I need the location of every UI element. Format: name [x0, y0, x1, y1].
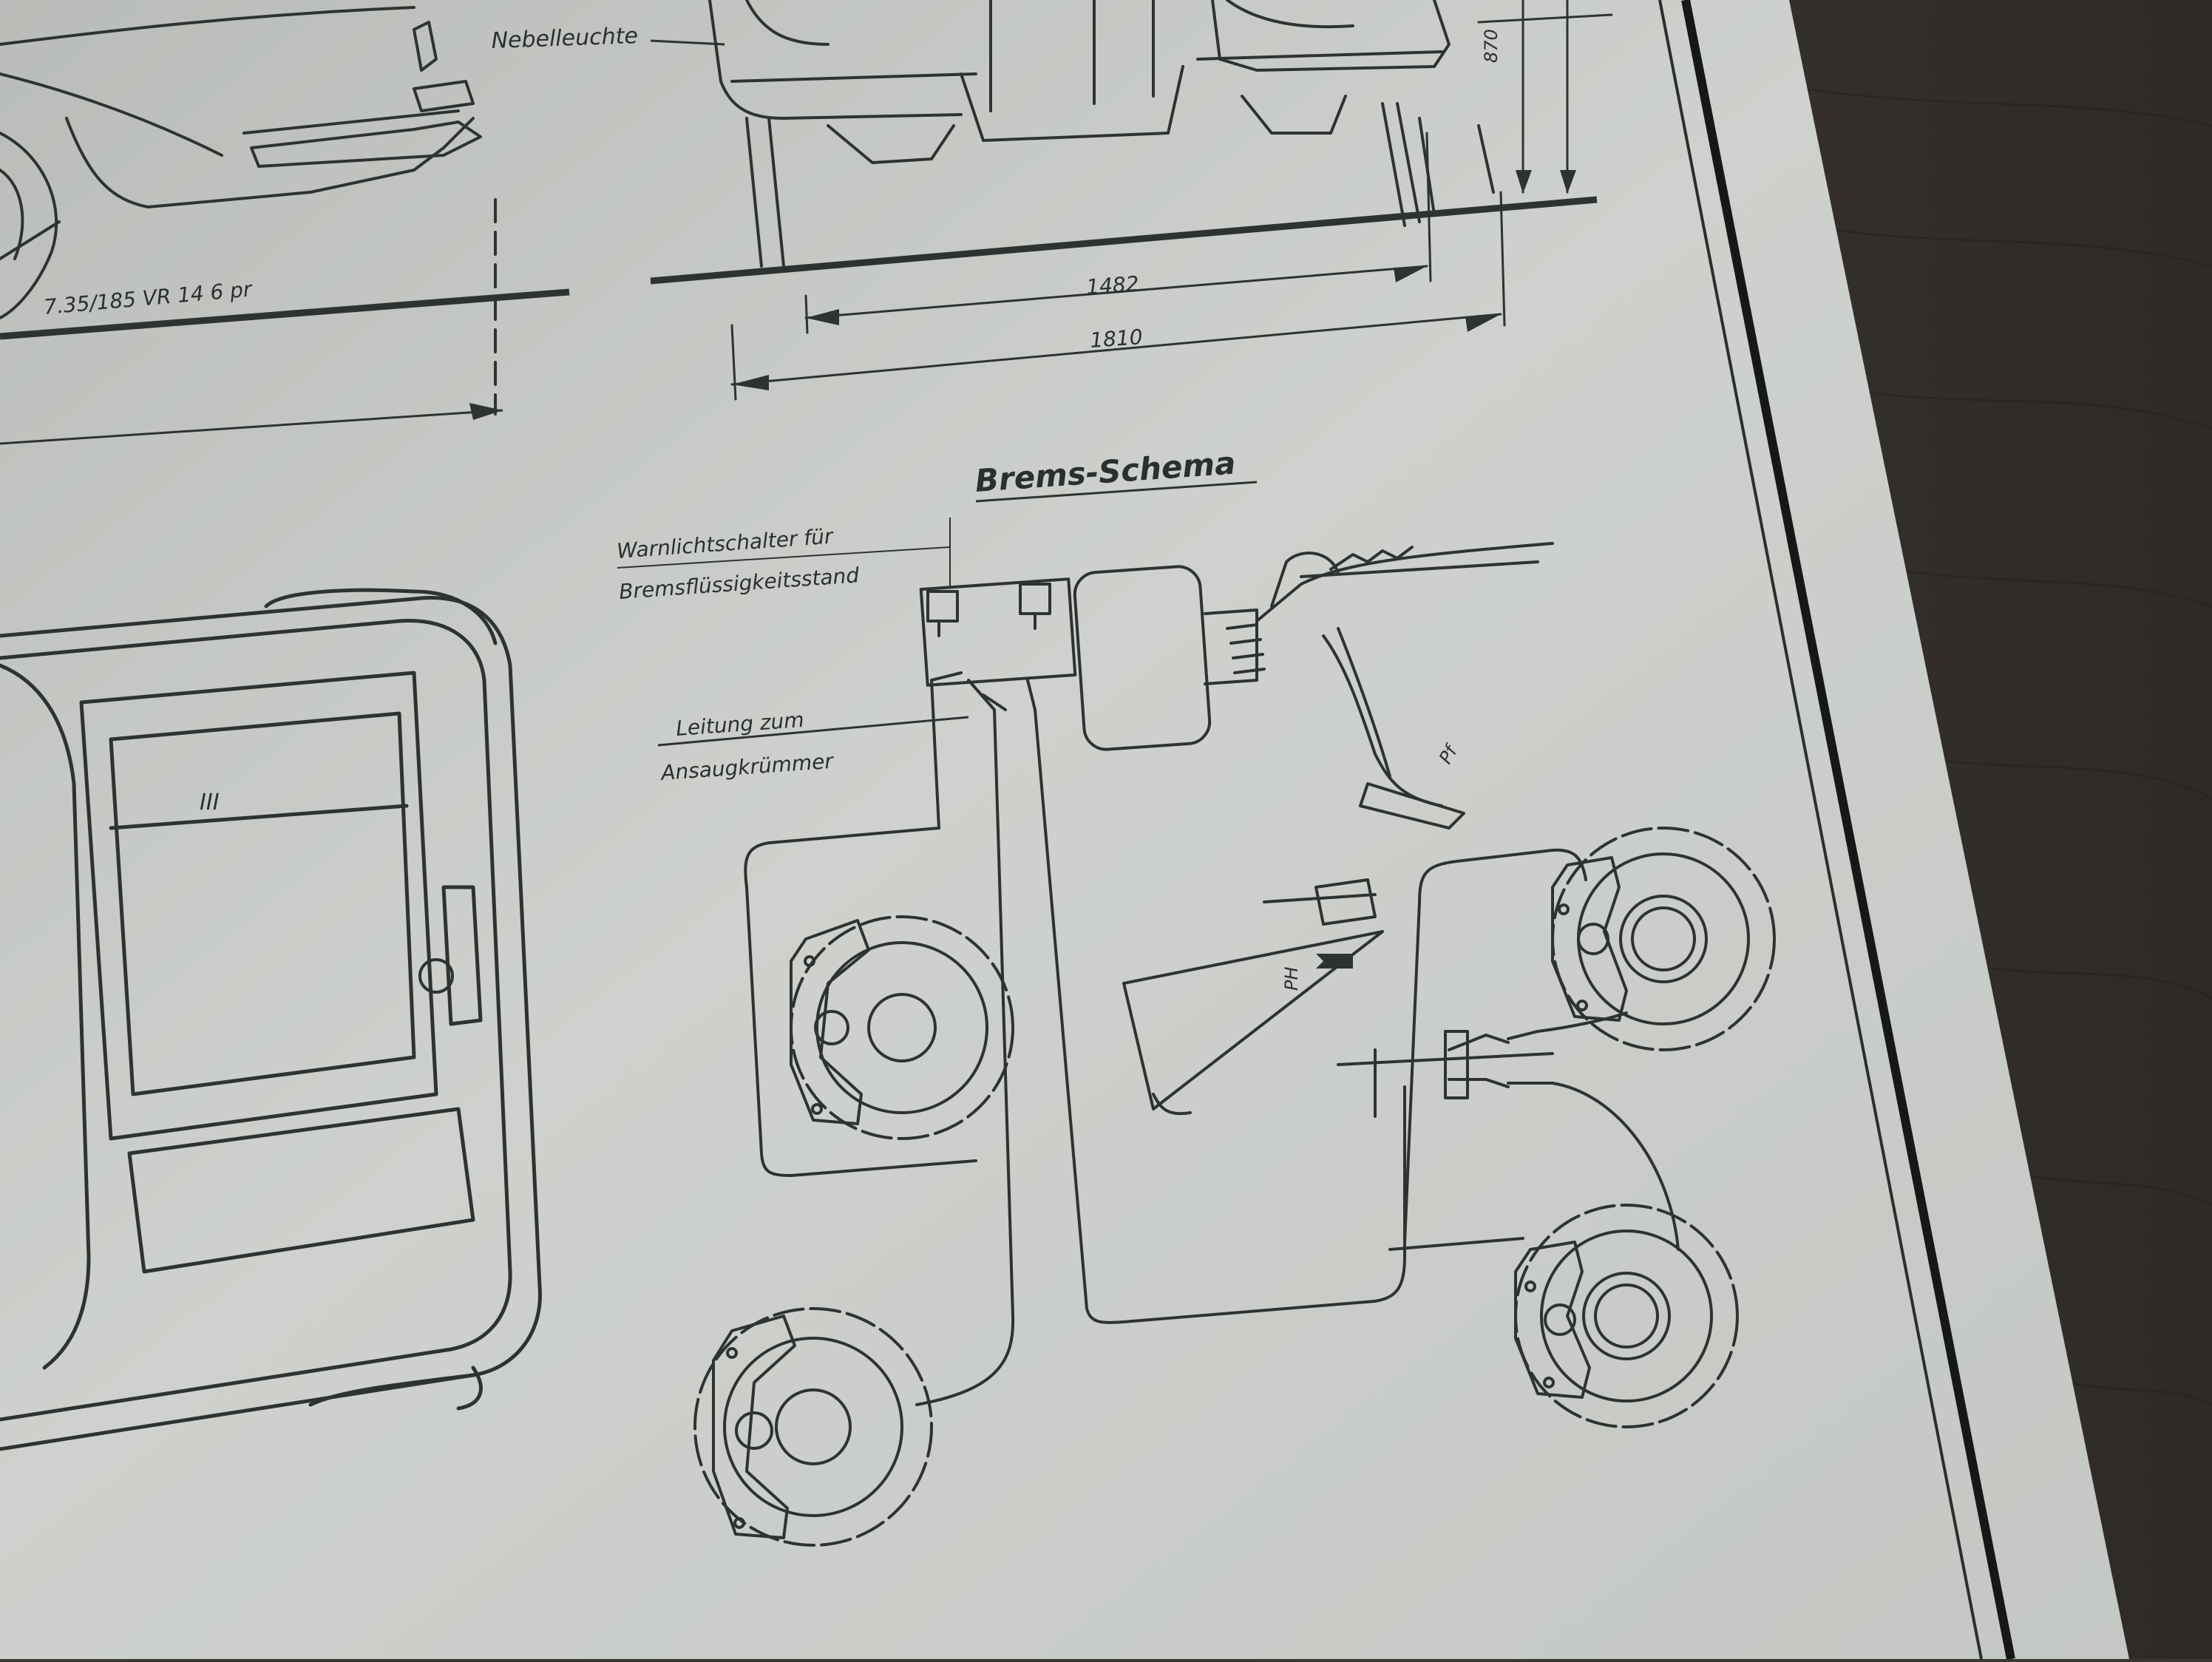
- front-left-disc-brake: [790, 915, 1014, 1140]
- rear-left-disc-brake: [693, 1307, 933, 1547]
- front-right-disc-brake: [1551, 827, 1776, 1051]
- brake-pedal: [1255, 542, 1554, 830]
- brake-lines: [744, 671, 1587, 1406]
- warning-switch: [926, 583, 1051, 637]
- brake-booster: [919, 565, 1266, 751]
- car-top-view: [0, 588, 542, 1451]
- ground-line-left: [0, 288, 570, 340]
- frame-border-outer: [1681, 0, 2015, 1661]
- width-dim-label: 1810: [1089, 325, 1143, 353]
- ground-line-front: [650, 196, 1598, 285]
- parking-force-label: PH: [1281, 966, 1302, 991]
- height-dimension: [1477, 0, 1613, 194]
- arrow-left-dim: [469, 403, 503, 420]
- arrow-1482-left: [806, 309, 839, 325]
- arrow-1482-right: [1394, 266, 1427, 282]
- fog-light-label: Nebelleuchte: [491, 23, 638, 54]
- cable-equalizer: [1444, 1011, 1680, 1251]
- fog-light-leader: [650, 39, 725, 46]
- rear-right-disc-brake: [1514, 1204, 1739, 1428]
- car-side-view: [0, 6, 497, 416]
- title-underline: [975, 481, 1258, 503]
- parking-force-arrow: [1316, 954, 1353, 969]
- vacuum-line-divider: [657, 716, 969, 747]
- arrow-1810-left: [732, 375, 769, 390]
- top-view-circle: [418, 958, 454, 994]
- paper-sheet: [0, 0, 2129, 1659]
- left-dim-line: [0, 409, 503, 445]
- arrow-height-1: [1516, 170, 1532, 194]
- roman-numeral-label: III: [200, 790, 220, 815]
- width-dimensions: [730, 132, 1506, 401]
- track-dim-label: 1482: [1085, 271, 1139, 299]
- car-front-view: [708, 0, 1495, 268]
- height-dim-label: 870: [1481, 29, 1502, 63]
- arrow-1810-right: [1465, 314, 1501, 332]
- warning-switch-underline: [617, 546, 951, 569]
- frame-border-inner: [1658, 0, 1983, 1660]
- arrow-height-2: [1560, 170, 1576, 194]
